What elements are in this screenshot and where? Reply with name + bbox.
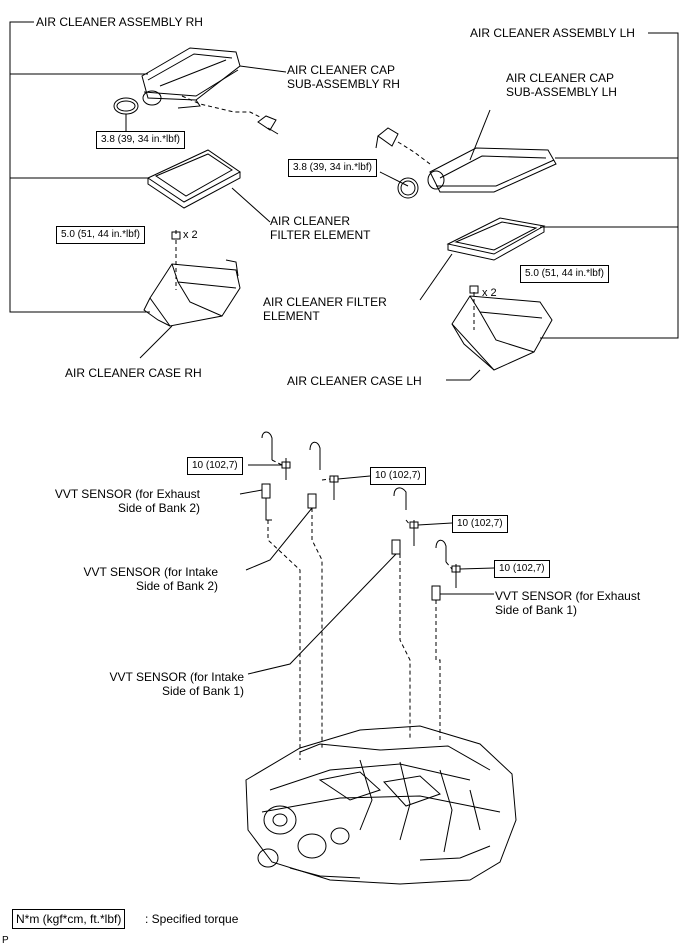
label-vvt-exhaust-bank1-line2: Side of Bank 1): [495, 603, 578, 617]
torque-vvt-d: 10 (102,7): [494, 560, 550, 578]
torque-vvt-a: 10 (102,7): [187, 457, 243, 475]
torque-case-rh: 5.0 (51, 44 in.*lbf): [56, 226, 145, 244]
label-filter-lh-line1: AIR CLEANER FILTER: [263, 295, 387, 309]
label-vvt-exhaust-bank1-line1: VVT SENSOR (for Exhaust: [495, 589, 641, 603]
multiplier-case-lh: x 2: [482, 287, 497, 299]
filter-element-rh: [146, 149, 271, 223]
air-cleaner-cap-rh: [141, 47, 241, 109]
label-vvt-intake-bank2: VVT SENSOR (for Intake Side of Bank 2): [72, 565, 219, 593]
multiplier-case-rh: x 2: [183, 229, 198, 241]
label-vvt-intake-bank2-line2: Side of Bank 2): [135, 579, 218, 593]
airflow-sensor-rh: [181, 95, 279, 135]
label-vvt-exhaust-bank2: VVT SENSOR (for Exhaust Side of Bank 2): [44, 487, 200, 515]
torque-clamp-rh: 3.8 (39, 34 in.*lbf): [96, 131, 185, 149]
label-vvt-exhaust-bank2-line2: Side of Bank 2): [117, 501, 200, 515]
label-assembly-rh: AIR CLEANER ASSEMBLY RH: [36, 15, 203, 29]
label-vvt-intake-bank2-line1: VVT SENSOR (for Intake: [83, 565, 219, 579]
label-filter-lh: AIR CLEANER FILTER ELEMENT: [263, 295, 387, 323]
label-case-lh: AIR CLEANER CASE LH: [287, 374, 422, 388]
hose-clamp-rh: [113, 97, 139, 131]
vvt-leader-dashes: [267, 459, 453, 760]
hose-clamp-lh: [397, 177, 419, 199]
air-cleaner-cap-lh: [427, 109, 557, 193]
legend-description: : Specified torque: [145, 912, 239, 926]
torque-case-lh: 5.0 (51, 44 in.*lbf): [520, 265, 609, 283]
label-cap-rh-line1: AIR CLEANER CAP: [287, 63, 396, 77]
label-cap-lh-line2: SUB-ASSEMBLY LH: [506, 85, 617, 99]
label-vvt-intake-bank1-line1: VVT SENSOR (for Intake: [109, 670, 245, 684]
label-cap-lh-line1: AIR CLEANER CAP: [506, 71, 615, 85]
vvt-sensor-intake-bank1: [247, 487, 419, 675]
label-vvt-exhaust-bank2-line1: VVT SENSOR (for Exhaust: [54, 487, 200, 501]
footer-code: P: [2, 935, 9, 946]
vvt-sensor-intake-bank2: [245, 441, 339, 571]
filter-element-lh: [419, 217, 546, 301]
vvt-sensor-exhaust-bank2: [239, 431, 291, 521]
airflow-sensor-lh: [375, 127, 431, 165]
label-cap-rh: AIR CLEANER CAP SUB-ASSEMBLY RH: [287, 63, 400, 91]
torque-vvt-c: 10 (102,7): [452, 515, 508, 533]
air-cleaner-case-lh: [446, 285, 553, 381]
label-vvt-intake-bank1: VVT SENSOR (for Intake Side of Bank 1): [98, 670, 245, 698]
label-filter-rh: AIR CLEANER FILTER ELEMENT: [270, 214, 370, 242]
engine-block: [245, 725, 517, 885]
label-vvt-intake-bank1-line2: Side of Bank 1): [161, 684, 244, 698]
torque-clamp-lh: 3.8 (39, 34 in.*lbf): [288, 159, 377, 177]
assembly-rh-bracket: [9, 21, 150, 313]
label-cap-rh-line2: SUB-ASSEMBLY RH: [287, 77, 400, 91]
air-cleaner-case-rh: [139, 231, 241, 359]
label-cap-lh: AIR CLEANER CAP SUB-ASSEMBLY LH: [506, 71, 617, 99]
label-assembly-lh: AIR CLEANER ASSEMBLY LH: [470, 26, 635, 40]
label-filter-rh-line1: AIR CLEANER: [270, 214, 351, 228]
assembly-lh-bracket: [540, 32, 679, 339]
torque-vvt-b: 10 (102,7): [370, 467, 426, 485]
label-filter-lh-line2: ELEMENT: [263, 309, 320, 323]
label-vvt-exhaust-bank1: VVT SENSOR (for Exhaust Side of Bank 1): [495, 589, 640, 617]
vvt-sensor-exhaust-bank1: [431, 539, 494, 601]
legend-torque-unit: N*m (kgf*cm, ft.*lbf): [12, 909, 126, 929]
label-case-rh: AIR CLEANER CASE RH: [65, 366, 202, 380]
label-filter-rh-line2: FILTER ELEMENT: [270, 228, 371, 242]
